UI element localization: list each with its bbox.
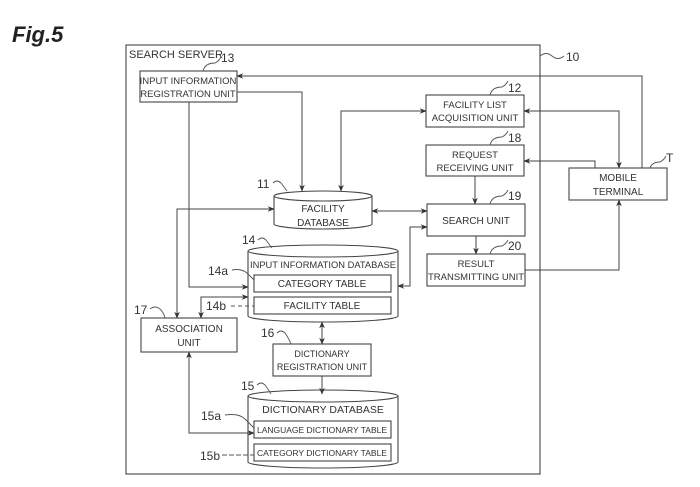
- ref-13: 13: [221, 51, 235, 65]
- mobile-terminal: MOBILE TERMINAL T: [568, 151, 674, 201]
- svg-text:INPUT INFORMATION DATABASE: INPUT INFORMATION DATABASE: [250, 260, 396, 270]
- link-facility-list-to-mobile: [523, 108, 622, 169]
- svg-text:FACILITY TABLE: FACILITY TABLE: [284, 301, 361, 312]
- dictionary-registration-unit: DICTIONARY REGISTRATION UNIT 16: [261, 326, 372, 377]
- link-search-to-input-db: [397, 224, 428, 289]
- svg-text:LANGUAGE DICTIONARY TABLE: LANGUAGE DICTIONARY TABLE: [257, 425, 387, 435]
- link-facility-list-to-facility-db: [338, 108, 427, 192]
- svg-text:TERMINAL: TERMINAL: [593, 187, 644, 198]
- ref-18: 18: [508, 131, 522, 145]
- figure-label: Fig.5: [12, 22, 64, 47]
- ref-15b: 15b: [200, 449, 220, 463]
- link-input-registration-to-facility-db: [237, 91, 305, 192]
- association-unit: ASSOCIATION UNIT 17: [134, 303, 238, 353]
- svg-text:RECEIVING UNIT: RECEIVING UNIT: [436, 163, 513, 174]
- svg-text:ASSOCIATION: ASSOCIATION: [155, 324, 223, 335]
- link-association-to-language-table: [186, 351, 255, 436]
- svg-text:RESULT: RESULT: [458, 259, 495, 270]
- svg-text:DATABASE: DATABASE: [297, 218, 349, 229]
- svg-text:REQUEST: REQUEST: [452, 150, 498, 161]
- facility-database: FACILITY DATABASE 11: [257, 177, 373, 230]
- svg-text:ACQUISITION UNIT: ACQUISITION UNIT: [432, 113, 519, 124]
- svg-text:REGISTRATION UNIT: REGISTRATION UNIT: [140, 89, 236, 100]
- svg-text:MOBILE: MOBILE: [599, 173, 637, 184]
- ref-17: 17: [134, 303, 148, 317]
- ref-15: 15: [241, 379, 255, 393]
- link-mobile-to-input-registration: [236, 73, 643, 168]
- svg-text:FACILITY LIST: FACILITY LIST: [443, 100, 507, 111]
- link-result-to-mobile: [525, 199, 622, 271]
- input-information-database: INPUT INFORMATION DATABASE CATEGORY TABL…: [206, 233, 399, 323]
- svg-text:REGISTRATION UNIT: REGISTRATION UNIT: [277, 362, 368, 372]
- search-server-ref: 10: [566, 50, 580, 64]
- svg-text:SEARCH UNIT: SEARCH UNIT: [442, 216, 510, 227]
- facility-list-acquisition-unit: FACILITY LIST ACQUISITION UNIT 12: [425, 80, 525, 128]
- ref-11: 11: [257, 177, 270, 191]
- ref-20: 20: [508, 239, 522, 253]
- request-receiving-unit: REQUEST RECEIVING UNIT 18: [425, 130, 525, 177]
- svg-text:TRANSMITTING UNIT: TRANSMITTING UNIT: [428, 272, 524, 283]
- svg-text:UNIT: UNIT: [177, 338, 200, 349]
- ref-16: 16: [261, 326, 275, 340]
- link-mobile-to-request-receiving: [523, 158, 596, 168]
- input-information-registration-unit: INPUT INFORMATION REGISTRATION UNIT 13: [139, 51, 238, 103]
- link-facility-db-to-association: [174, 206, 275, 319]
- ref-14: 14: [242, 233, 256, 247]
- svg-text:CATEGORY TABLE: CATEGORY TABLE: [278, 279, 367, 290]
- svg-text:CATEGORY DICTIONARY TABLE: CATEGORY DICTIONARY TABLE: [257, 448, 387, 458]
- ref-14b: 14b: [206, 299, 226, 313]
- svg-text:INPUT INFORMATION: INPUT INFORMATION: [140, 76, 237, 87]
- svg-text:DICTIONARY: DICTIONARY: [294, 349, 349, 359]
- svg-text:FACILITY: FACILITY: [301, 204, 345, 215]
- svg-text:DICTIONARY DATABASE: DICTIONARY DATABASE: [262, 404, 384, 416]
- link-input-db-to-association: [198, 294, 249, 319]
- ref-15a: 15a: [201, 409, 221, 423]
- search-server-title: SEARCH SERVER: [129, 49, 223, 61]
- ref-14a: 14a: [208, 264, 228, 278]
- ref-12: 12: [508, 81, 522, 95]
- connections: [174, 73, 643, 436]
- ref-T: T: [666, 151, 674, 165]
- search-unit: SEARCH UNIT 19: [426, 189, 526, 237]
- category-dictionary-table: [253, 443, 392, 462]
- ref-19: 19: [508, 189, 522, 203]
